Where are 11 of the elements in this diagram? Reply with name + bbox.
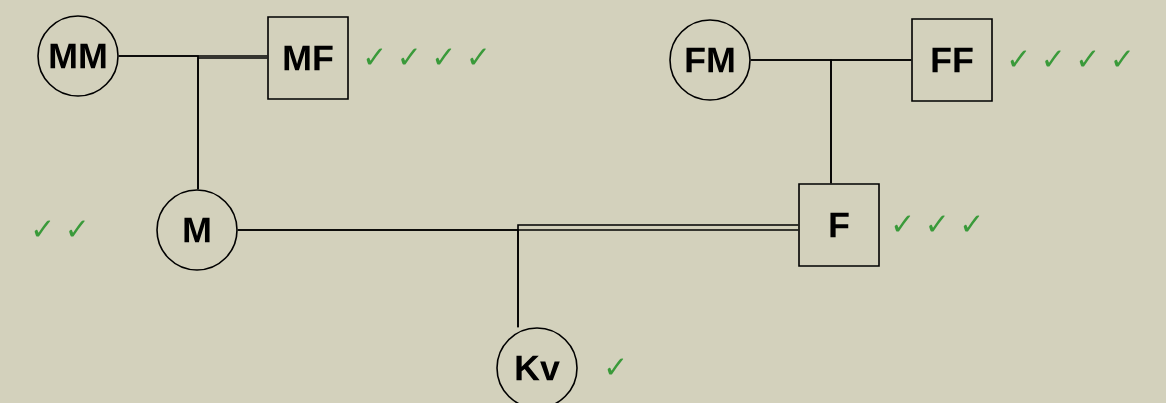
check-marks: ✓ ✓ ✓ ✓	[1010, 50, 1130, 67]
check-marks: ✓ ✓ ✓ ✓	[366, 48, 486, 65]
pedigree-line	[517, 224, 799, 328]
pedigree-line	[830, 59, 912, 184]
male-square: F	[798, 183, 880, 267]
check-marks: ✓ ✓ ✓	[894, 215, 980, 232]
pedigree-line	[197, 57, 268, 190]
check-marks: ✓ ✓	[34, 220, 85, 237]
male-square: FF	[911, 18, 993, 102]
check-marks: ✓	[607, 358, 624, 375]
male-square: MF	[267, 16, 349, 100]
